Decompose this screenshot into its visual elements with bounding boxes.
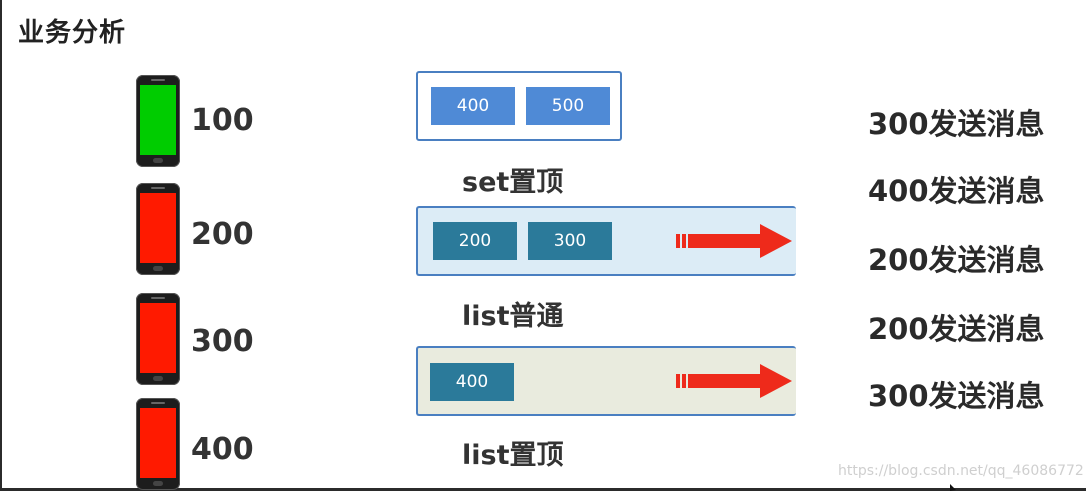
list-top-item-400: 400 — [430, 363, 514, 401]
phone-screen — [140, 303, 176, 373]
phone-label: 200 — [191, 217, 254, 252]
phone-icon-300 — [136, 293, 180, 385]
list-top-label: list置顶 — [462, 440, 564, 471]
phone-label: 300 — [191, 324, 254, 359]
watermark-text: https://blog.csdn.net/qq_46086772 — [838, 463, 1084, 479]
phone-screen — [140, 85, 176, 155]
set-top-item-400: 400 — [431, 87, 515, 125]
mouse-cursor-icon — [950, 484, 956, 491]
message-text: 300发送消息 — [868, 107, 1045, 141]
page-title: 业务分析 — [18, 18, 127, 48]
phone-screen — [140, 408, 176, 478]
message-text: 200发送消息 — [868, 243, 1045, 277]
arrow-right-icon — [676, 364, 792, 398]
message-text: 300发送消息 — [868, 379, 1045, 413]
list-normal-item-200: 200 — [433, 222, 517, 260]
phone-icon-200 — [136, 183, 180, 275]
message-text: 200发送消息 — [868, 312, 1045, 346]
arrow-right-icon — [676, 224, 792, 258]
list-normal-item-300: 300 — [528, 222, 612, 260]
left-border — [0, 0, 2, 491]
phone-label: 400 — [191, 432, 254, 467]
set-top-box: 400 500 — [416, 71, 622, 141]
phone-icon-400 — [136, 398, 180, 490]
list-normal-label: list普通 — [462, 301, 564, 332]
phone-label: 100 — [191, 103, 254, 138]
set-top-label: set置顶 — [462, 167, 564, 198]
list-normal-box: 200 300 — [416, 206, 796, 276]
phone-screen — [140, 193, 176, 263]
message-text: 400发送消息 — [868, 174, 1045, 208]
set-top-item-500: 500 — [526, 87, 610, 125]
bottom-border — [0, 488, 1086, 491]
phone-icon-100 — [136, 75, 180, 167]
